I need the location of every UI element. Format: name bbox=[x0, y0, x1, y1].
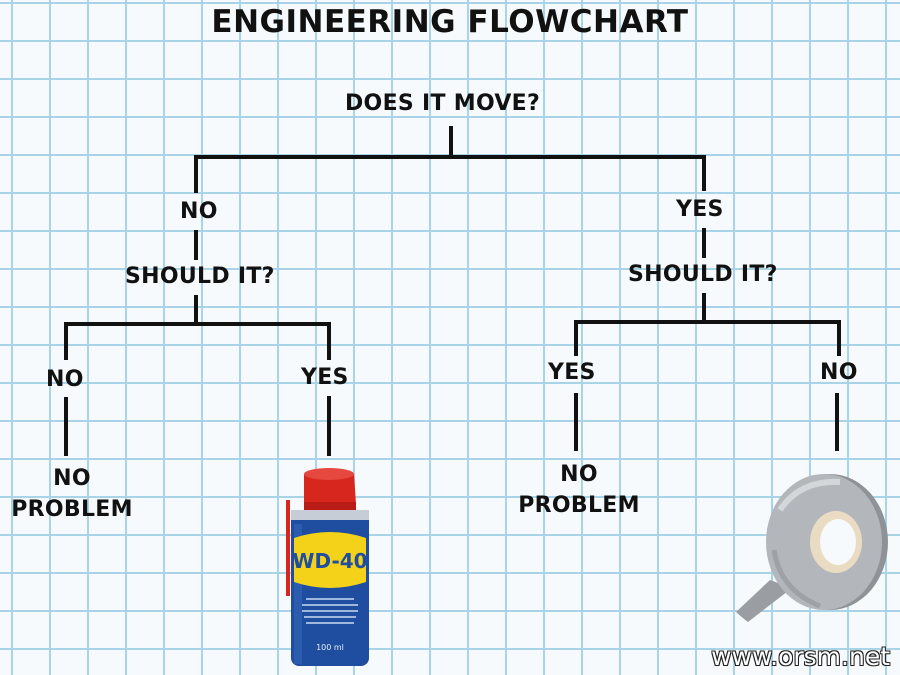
connector bbox=[702, 293, 706, 322]
connector bbox=[327, 396, 331, 456]
tape-strip-icon bbox=[736, 580, 792, 622]
right-no-answer: NO bbox=[820, 360, 858, 385]
connector bbox=[702, 228, 706, 258]
connector bbox=[194, 230, 198, 260]
connector bbox=[194, 155, 706, 159]
connector bbox=[574, 320, 841, 324]
connector bbox=[327, 322, 331, 360]
wd40-can-image: WD-40 100 ml bbox=[286, 468, 369, 666]
right-question: SHOULD IT? bbox=[628, 262, 778, 287]
outcome-no-problem-left: NO PROBLEM bbox=[11, 466, 133, 522]
left-question: SHOULD IT? bbox=[125, 264, 275, 289]
connector bbox=[449, 126, 453, 158]
connector bbox=[194, 155, 198, 193]
outcome-no-problem-right: NO PROBLEM bbox=[518, 462, 640, 518]
connector bbox=[194, 295, 198, 324]
left-no-answer: NO bbox=[46, 367, 84, 392]
duct-tape-image bbox=[736, 474, 888, 622]
can-volume: 100 ml bbox=[316, 643, 344, 652]
connector bbox=[702, 155, 706, 191]
connector bbox=[64, 397, 68, 456]
connector bbox=[574, 393, 578, 451]
connector bbox=[574, 320, 578, 356]
connector bbox=[837, 320, 841, 356]
straw-icon bbox=[286, 500, 290, 596]
can-label: WD-40 bbox=[292, 549, 367, 573]
right-answer: YES bbox=[676, 197, 724, 222]
page-title: ENGINEERING FLOWCHART bbox=[211, 4, 689, 40]
connector bbox=[64, 322, 331, 326]
root-question: DOES IT MOVE? bbox=[345, 91, 541, 116]
watermark: www.orsm.net bbox=[711, 642, 890, 671]
connector bbox=[835, 393, 839, 451]
right-yes-answer: YES bbox=[548, 360, 596, 385]
connector bbox=[64, 322, 68, 360]
left-answer: NO bbox=[180, 199, 218, 224]
left-yes-answer: YES bbox=[301, 365, 349, 390]
